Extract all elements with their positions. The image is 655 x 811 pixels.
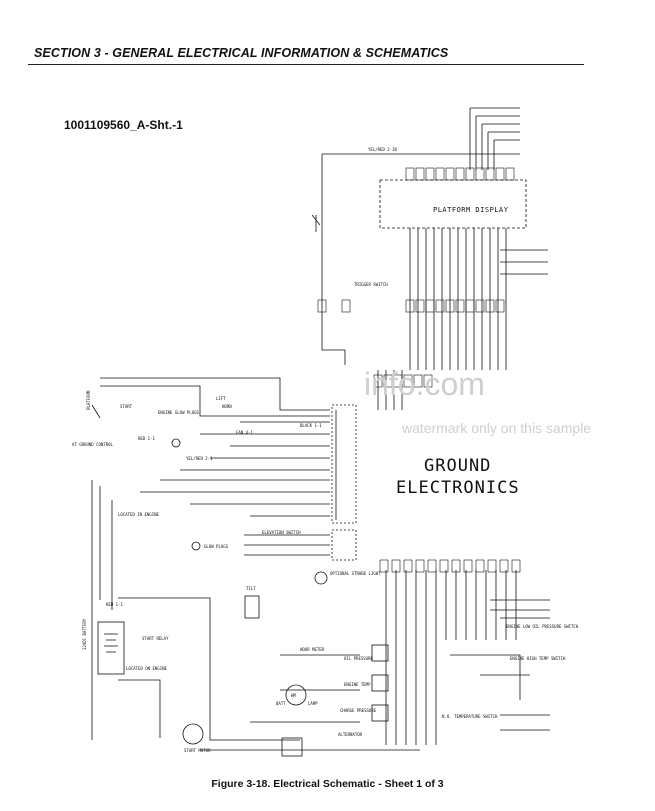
label-black: BLACK 1-1 [300, 423, 322, 428]
bundle-to-ground [377, 370, 403, 410]
battery-plates [104, 633, 118, 653]
battery-wires [118, 597, 300, 741]
battery-symbol [97, 621, 125, 675]
ground-estop [91, 404, 101, 419]
label-located-on-engine: LOCATED ON ENGINE [126, 666, 168, 671]
hm-relay-box [281, 737, 303, 757]
elevation-connector-block [331, 529, 357, 561]
label-oil-switch: ENGINE LOW OIL PRESSURE SWITCH [506, 624, 579, 629]
connector-row-top [317, 167, 521, 573]
label-fan: FAN 4-1 [236, 430, 253, 435]
label-glow-plugs: GLOW PLUGS [204, 544, 229, 549]
label-platform: PLATFORM [86, 390, 91, 410]
label-no-temp-switch: N.O. TEMPERATURE SWITCH [442, 714, 498, 719]
label-strobe: OPTIONAL STROBE LIGHT [330, 571, 381, 576]
hour-meter-gauge [285, 684, 307, 706]
ground-connector-wires [140, 421, 330, 517]
ground-label: GROUND [424, 456, 492, 476]
lower-right-bundle [445, 570, 517, 640]
wire-top-drop [321, 154, 346, 365]
header-rule [28, 64, 584, 65]
lower-bundle [385, 570, 437, 745]
label-lift: LIFT [216, 396, 226, 401]
engine-right-wires [450, 654, 550, 731]
watermark-notice: watermark only on this sample [402, 420, 592, 436]
hourmeter-wire [250, 654, 360, 723]
horn-symbol [171, 438, 181, 448]
label-located-in-engine: LOCATED IN ENGINE [118, 512, 160, 517]
document-id: 1001109560_A-Sht.-1 [64, 118, 183, 132]
label-lamp: LAMP [308, 701, 318, 706]
electronics-label: ELECTRONICS [396, 478, 520, 498]
strobe-symbol [314, 571, 328, 585]
label-yellow: YEL/RED 2-1 [186, 456, 213, 461]
label-hm: HM [291, 693, 296, 698]
label-elevation-switch: ELEVATION SWITCH [262, 530, 301, 535]
wire-platform-verticals [469, 108, 495, 170]
label-charge-pressure: CHARGE PRESSURE [340, 708, 377, 713]
bundle-mid [409, 228, 507, 370]
platform-left-wires [100, 377, 330, 417]
sensor-block [244, 595, 260, 619]
label-alternator: ALTERNATOR [338, 732, 363, 737]
label-start-relay: START RELAY [142, 636, 169, 641]
oil-pressure-box [371, 644, 389, 662]
platform-display-box [379, 179, 527, 229]
right-feed-wires [500, 249, 548, 275]
label-start: START [120, 404, 133, 409]
watermark-domain: info.com [364, 366, 485, 402]
label-red-battery: RED 1-1 [106, 602, 123, 607]
section-title: SECTION 3 - GENERAL ELECTRICAL INFORMATI… [34, 46, 449, 60]
figure-caption: Figure 3-18. Electrical Schematic - Shee… [211, 778, 444, 790]
estop-symbol [311, 214, 321, 232]
label-oil-pressure: OIL PRESSURE [344, 656, 373, 661]
label-trigger-switch: TRIGGER SWITCH [354, 282, 388, 287]
label-ground-control: AT GROUND CONTROL [72, 442, 114, 447]
wire-platform-feed [470, 107, 520, 141]
left-harness [91, 480, 113, 740]
label-red-left: RED 1-1 [138, 436, 155, 441]
engine-temp-box [371, 674, 389, 692]
label-glow-plugs-engine: ENGINE GLOW PLUGS [158, 410, 200, 415]
charge-pressure-box [371, 704, 389, 722]
label-start-motor: START MOTOR [184, 748, 211, 753]
label-battery: 12VDC BATTERY [82, 618, 87, 650]
platform-display-label: PLATFORM DISPLAY [433, 206, 509, 214]
label-tilt: TILT [246, 586, 256, 591]
label-wire-top: YEL/RED 2-38 [368, 147, 397, 152]
elevation-wires [244, 534, 330, 556]
label-hour-meter: HOUR METER [300, 647, 325, 652]
label-batt: BATT [276, 701, 286, 706]
label-temp-switch: ENGINE HIGH TEMP SWITCH [510, 656, 566, 661]
start-motor-symbol [182, 723, 204, 745]
label-horn: HORN [222, 404, 232, 409]
label-engine-temp: ENGINE TEMP [344, 682, 371, 687]
glow-plug-symbol [191, 541, 201, 551]
right-output-wires [490, 599, 550, 619]
ground-connector-block [331, 404, 357, 524]
